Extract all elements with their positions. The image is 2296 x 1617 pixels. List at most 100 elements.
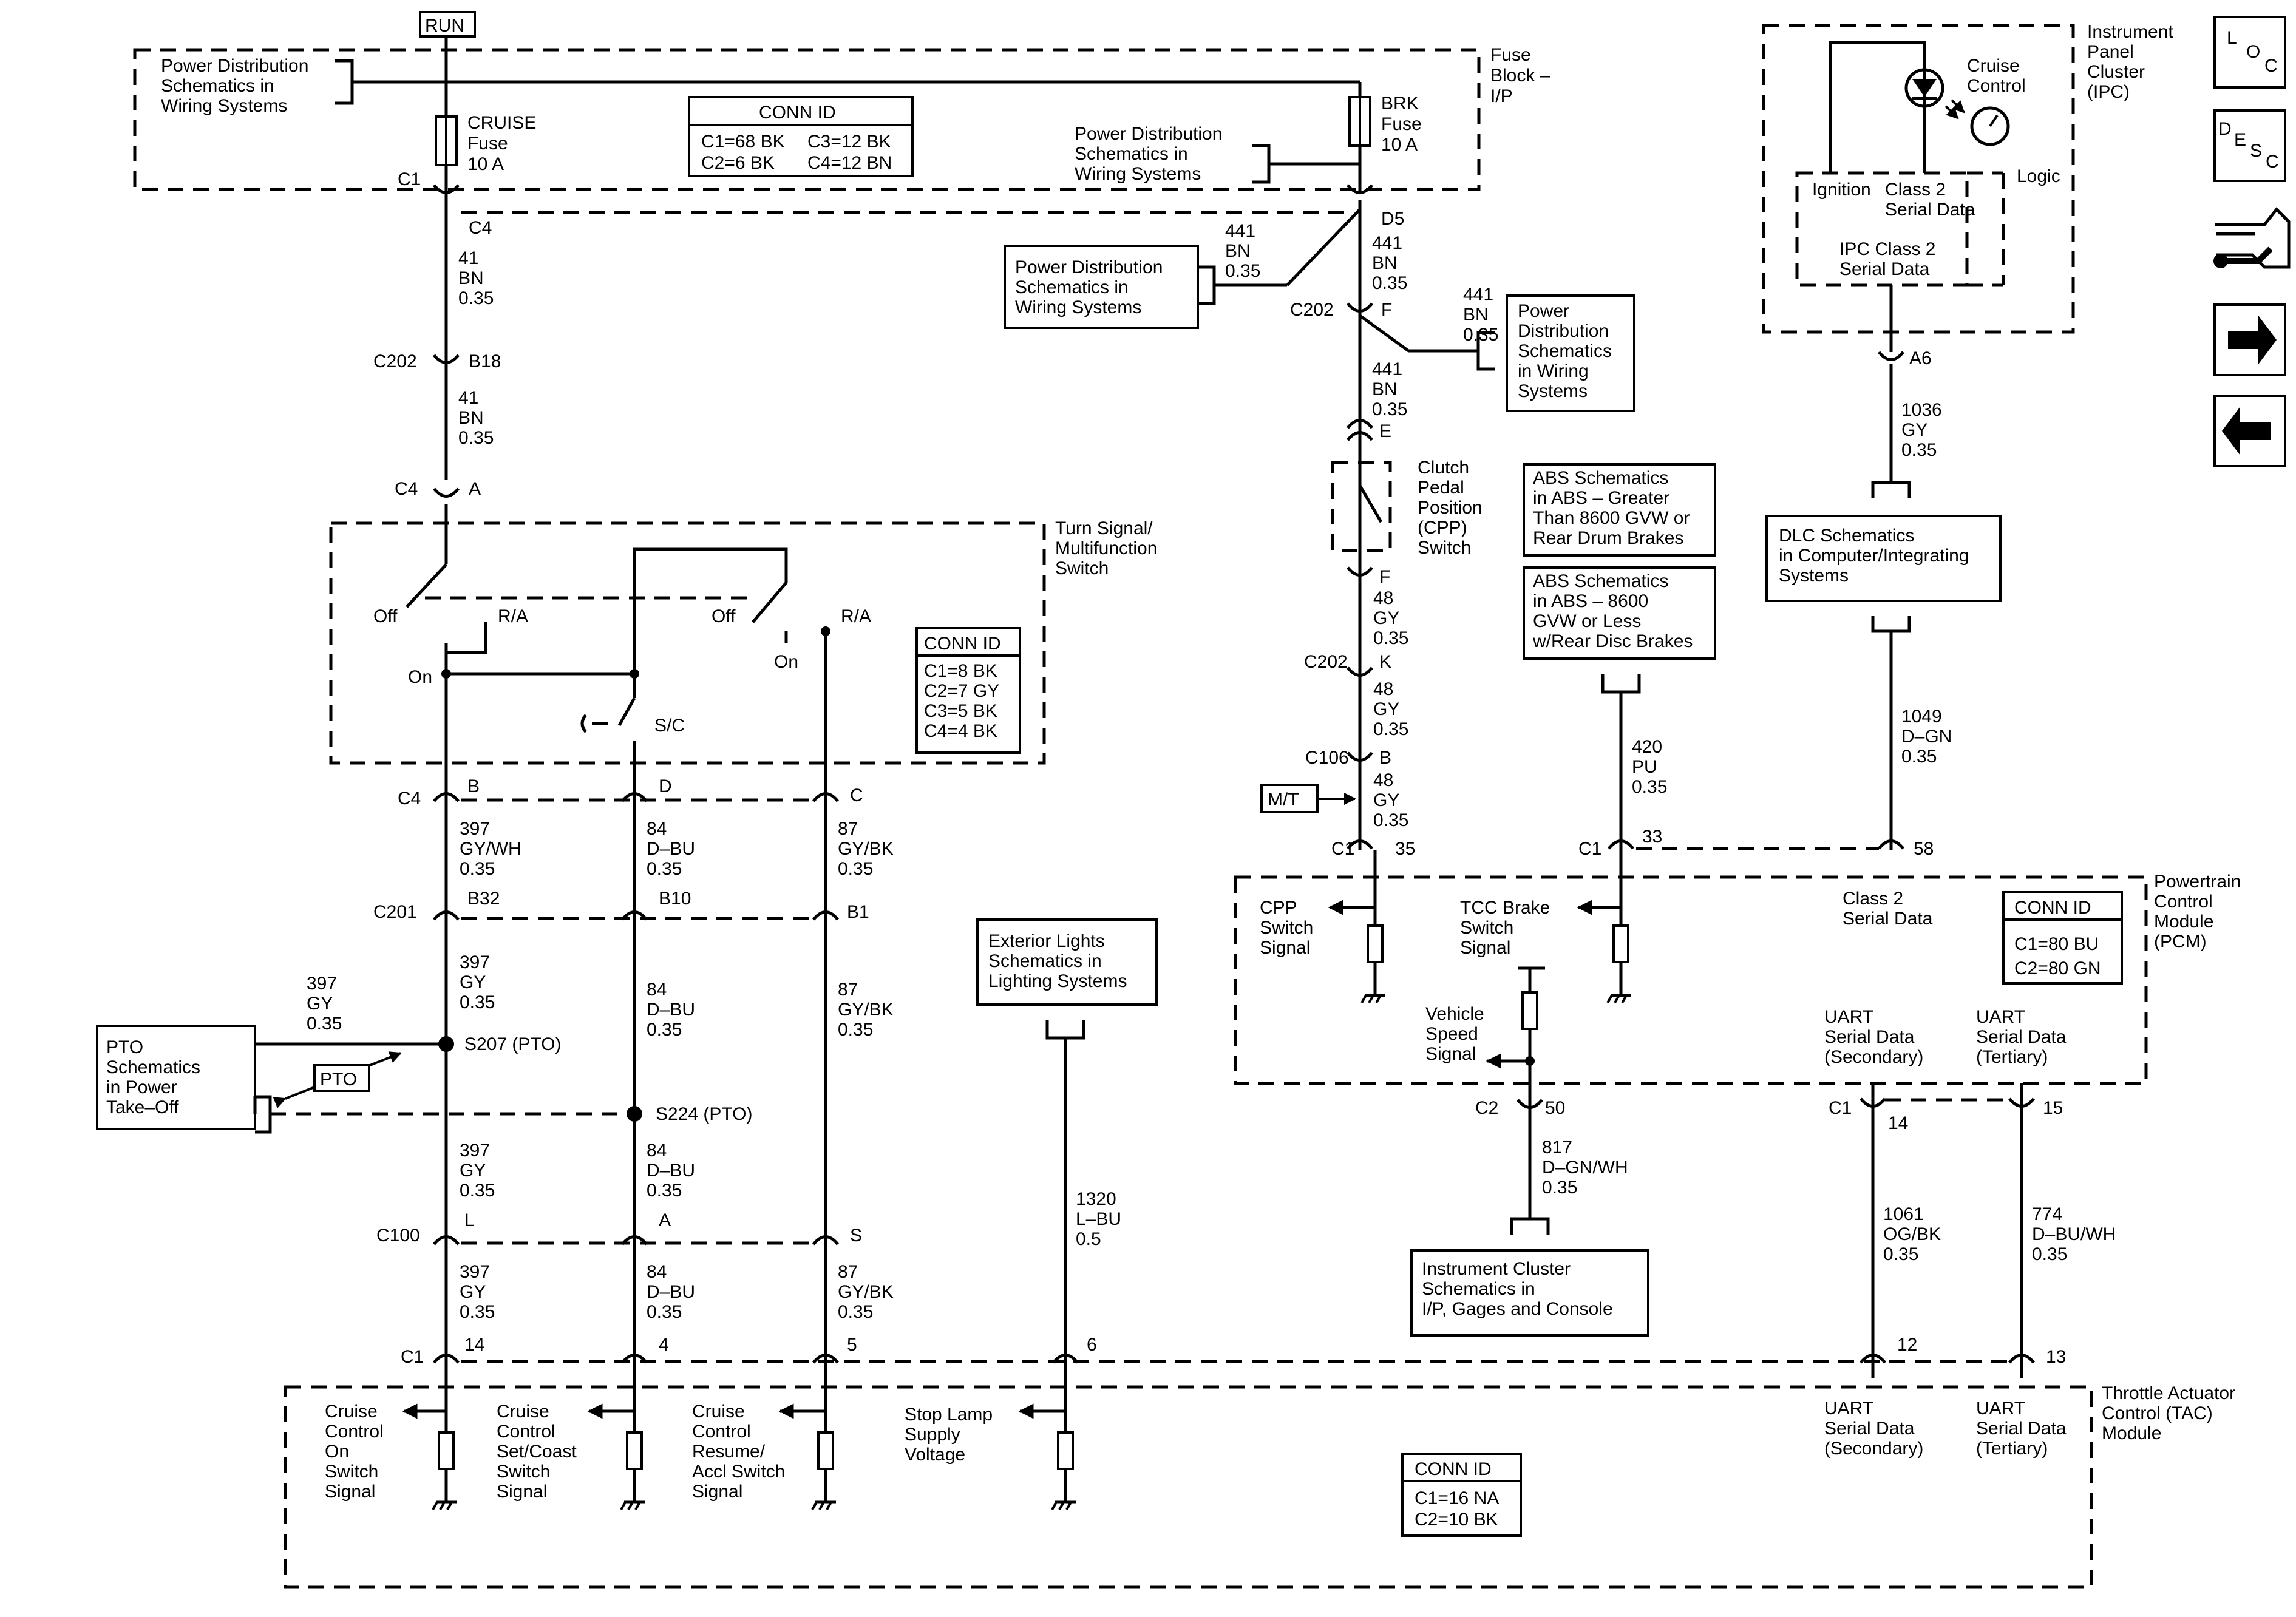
svg-text:L: L	[2227, 28, 2237, 48]
svg-text:On: On	[408, 667, 432, 687]
svg-text:14: 14	[464, 1335, 484, 1355]
svg-text:B1: B1	[847, 902, 869, 922]
next-page-arrow-icon[interactable]	[2213, 303, 2286, 376]
svg-text:C106: C106	[1305, 748, 1349, 768]
svg-text:CONN ID: CONN ID	[759, 103, 836, 123]
previous-page-arrow-icon[interactable]	[2213, 395, 2286, 467]
svg-text:Ignition: Ignition	[1812, 180, 1871, 200]
svg-text:C: C	[2264, 56, 2278, 76]
svg-text:B18: B18	[469, 351, 501, 371]
pcm-conn-id: CONN ID C1=80 BU C2=80 GN	[2002, 891, 2123, 985]
svg-text:S: S	[850, 1225, 862, 1246]
svg-text:E: E	[1379, 421, 1391, 441]
svg-text:C1: C1	[398, 169, 421, 189]
svg-text:R/A: R/A	[841, 606, 871, 626]
svg-text:C1=8 BK: C1=8 BK	[924, 661, 997, 681]
svg-text:84D–BU0.35: 84D–BU0.35	[647, 819, 695, 879]
tac-connector-row: C1 14 4 5 6 12 13	[401, 1335, 2066, 1367]
svg-text:D: D	[2218, 119, 2232, 139]
svg-text:C1: C1	[1578, 839, 1601, 859]
svg-text:C202: C202	[1304, 652, 1348, 672]
svg-text:4: 4	[659, 1335, 669, 1355]
svg-text:K: K	[1379, 652, 1391, 672]
svg-text:12: 12	[1897, 1335, 1917, 1355]
svg-text:C1: C1	[401, 1347, 424, 1367]
svg-text:C3=5 BK: C3=5 BK	[924, 701, 997, 721]
svg-text:C1: C1	[1331, 839, 1354, 859]
svg-text:Logic: Logic	[2017, 166, 2060, 186]
svg-text:B: B	[467, 776, 480, 796]
svg-text:C4=4 BK: C4=4 BK	[924, 721, 997, 741]
svg-text:84D–BU0.35: 84D–BU0.35	[647, 1141, 695, 1201]
svg-text:PTO: PTO	[320, 1070, 357, 1090]
svg-text:A6: A6	[1909, 348, 1932, 368]
svg-text:F: F	[1379, 567, 1390, 587]
svg-text:B10: B10	[659, 889, 691, 909]
svg-text:E: E	[2234, 130, 2246, 150]
svg-text:13: 13	[2046, 1347, 2066, 1367]
svg-text:58: 58	[1914, 839, 1934, 859]
svg-text:CONN ID: CONN ID	[2014, 898, 2091, 918]
svg-text:L: L	[464, 1210, 475, 1230]
svg-text:C100: C100	[376, 1225, 420, 1246]
svg-text:S224 (PTO): S224 (PTO)	[656, 1104, 753, 1124]
mt-option-label: M/T	[1268, 790, 1299, 810]
svg-text:C4=12 BN: C4=12 BN	[807, 153, 892, 173]
wrench-connector-icon[interactable]	[2213, 207, 2291, 269]
svg-text:F: F	[1381, 300, 1392, 320]
svg-text:R/A: R/A	[498, 606, 528, 626]
svg-text:A: A	[659, 1210, 671, 1230]
loc-button[interactable]: LOC	[2213, 16, 2286, 89]
svg-text:14: 14	[1888, 1113, 1908, 1133]
svg-text:35: 35	[1395, 839, 1415, 859]
svg-text:C4: C4	[469, 218, 492, 238]
